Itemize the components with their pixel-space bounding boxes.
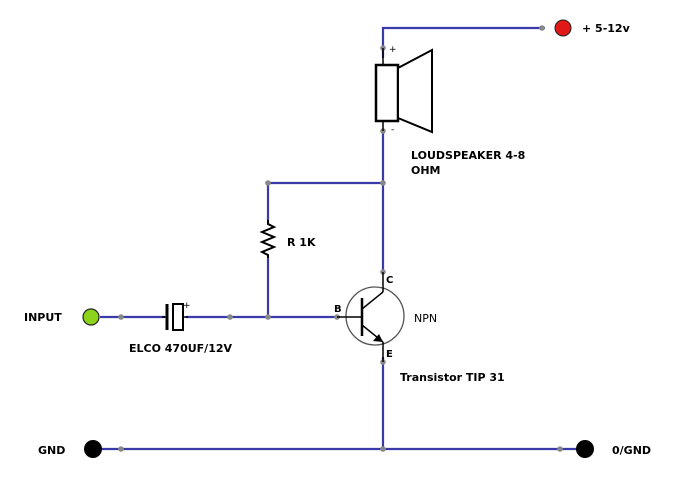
- transistor-name-label: Transistor TIP 31: [400, 371, 505, 384]
- gnd-right-terminal: [576, 440, 594, 458]
- speaker-label-line1: LOUDSPEAKER 4-8: [411, 149, 525, 162]
- resistor-zigzag: [259, 220, 277, 258]
- junction-dot: [265, 180, 271, 186]
- gnd-right-label: 0/GND: [612, 444, 651, 457]
- cap-plus-label: +: [183, 301, 191, 311]
- emitter-arrow: [373, 334, 383, 342]
- transistor-body: [345, 286, 405, 346]
- capacitor: +: [162, 301, 191, 331]
- input-terminal: [82, 308, 100, 326]
- junction-dot: [118, 314, 124, 320]
- speaker-label-line2: OHM: [411, 164, 441, 177]
- resistor-label: R 1K: [287, 236, 316, 249]
- capacitor-label: ELCO 470UF/12V: [129, 342, 233, 355]
- speaker-plus-label: +: [389, 45, 397, 55]
- input-label: INPUT: [24, 311, 62, 324]
- supply-terminal: [554, 19, 572, 37]
- transistor-type-label: NPN: [414, 312, 437, 325]
- junction-dot: [227, 314, 233, 320]
- npn-transistor: B C E: [334, 272, 405, 362]
- pin-base-label: B: [334, 304, 342, 315]
- junction-dot: [557, 446, 563, 452]
- pin-emitter-label: E: [386, 349, 393, 360]
- junction-dot: [539, 25, 545, 31]
- pin-collector-label: C: [386, 275, 393, 286]
- junction-dots: [118, 25, 563, 452]
- gnd-left-terminal: [84, 440, 102, 458]
- supply-label: + 5-12v: [582, 22, 631, 35]
- loudspeaker: + -: [374, 45, 433, 135]
- junction-dot: [380, 180, 386, 186]
- speaker-coil: [374, 63, 400, 123]
- supply-wire: [381, 26, 545, 58]
- gnd-left-label: GND: [38, 444, 65, 457]
- speaker-minus-label: -: [391, 125, 394, 135]
- junction-dot: [265, 314, 271, 320]
- junction-dot: [118, 446, 124, 452]
- junction-dot: [380, 446, 386, 452]
- speaker-cone: [397, 48, 433, 134]
